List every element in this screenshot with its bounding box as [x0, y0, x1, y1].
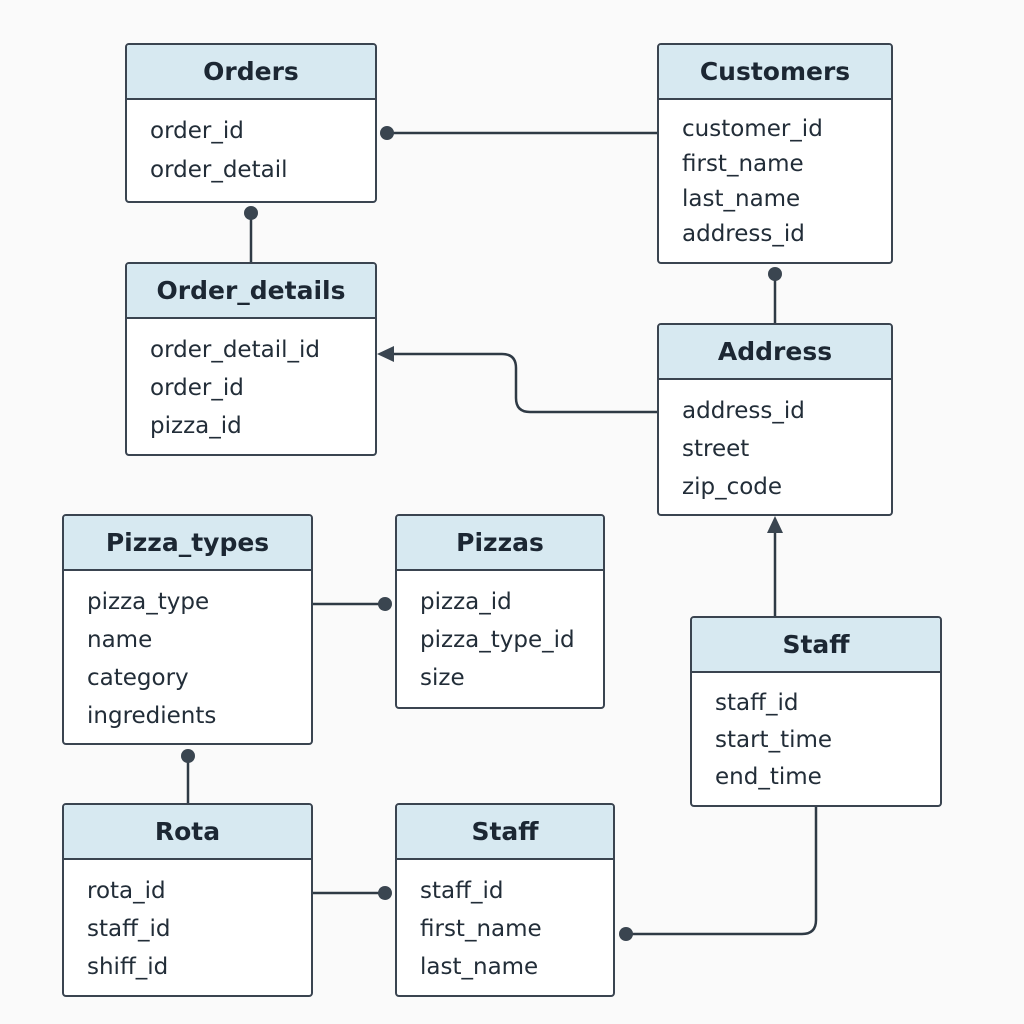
connector-dot-customers-bottom — [768, 267, 782, 281]
entity-address-title: Address — [659, 325, 891, 380]
entity-orders-fields: order_id order_detail — [127, 100, 375, 190]
connector-dot-orders-bottom — [244, 206, 258, 220]
entity-rota[interactable]: Rota rota_id staff_id shiff_id — [62, 803, 313, 997]
entity-staff[interactable]: Staff staff_id first_name last_name — [395, 803, 615, 997]
connector-arrow-order-details — [377, 346, 394, 362]
connector-address-order-details — [390, 352, 658, 414]
field-order-detail: order_detail — [150, 157, 288, 183]
field-order-id: order_id — [150, 118, 244, 144]
entity-pizzas-title: Pizzas — [397, 516, 603, 571]
field-last-name: last_name — [420, 954, 539, 980]
connector-dot-orders — [380, 126, 394, 140]
entity-pizza-types-title: Pizza_types — [64, 516, 311, 571]
field-name: name — [87, 627, 153, 653]
field-staff-id: staff_id — [715, 690, 799, 716]
connector-dot-staff-left — [378, 886, 392, 900]
entity-pizzas-fields: pizza_id pizza_type_id size — [397, 571, 603, 697]
connector-dot-pizzas — [378, 597, 392, 611]
field-start-time: start_time — [715, 727, 833, 753]
entity-staff-fields: staff_id first_name last_name — [397, 860, 613, 986]
entity-rota-fields: rota_id staff_id shiff_id — [64, 860, 311, 986]
field-first-name: first_name — [682, 151, 804, 177]
entity-staff-shift-fields: staff_id start_time end_time — [692, 673, 940, 796]
field-pizza-type: pizza_type — [87, 589, 210, 615]
field-street: street — [682, 436, 750, 462]
connector-dot-staff-right — [619, 927, 633, 941]
field-last-name: last_name — [682, 186, 801, 212]
field-pizza-id: pizza_id — [150, 413, 242, 439]
field-address-id: address_id — [682, 398, 805, 424]
field-order-detail-id: order_detail_id — [150, 337, 320, 363]
entity-staff-shift[interactable]: Staff staff_id start_time end_time — [690, 616, 942, 807]
field-pizza-type-id: pizza_type_id — [420, 627, 575, 653]
entity-staff-shift-title: Staff — [692, 618, 940, 673]
connector-dot-pizza-types-bottom — [181, 749, 195, 763]
field-ingredients: ingredients — [87, 703, 217, 729]
entity-orders-title: Orders — [127, 45, 375, 100]
entity-address[interactable]: Address address_id street zip_code — [657, 323, 893, 516]
entity-pizzas[interactable]: Pizzas pizza_id pizza_type_id size — [395, 514, 605, 709]
field-customer-id: customer_id — [682, 116, 823, 142]
entity-customers-title: Customers — [659, 45, 891, 100]
connector-arrow-address — [767, 516, 783, 533]
field-end-time: end_time — [715, 764, 822, 790]
entity-order-details-fields: order_detail_id order_id pizza_id — [127, 319, 375, 445]
field-order-id: order_id — [150, 375, 244, 401]
entity-pizza-types[interactable]: Pizza_types pizza_type name category ing… — [62, 514, 313, 745]
field-zip-code: zip_code — [682, 474, 783, 500]
field-size: size — [420, 665, 465, 691]
entity-order-details-title: Order_details — [127, 264, 375, 319]
entity-orders[interactable]: Orders order_id order_detail — [125, 43, 377, 203]
field-rota-id: rota_id — [87, 878, 166, 904]
field-address-id: address_id — [682, 221, 805, 247]
entity-customers[interactable]: Customers customer_id first_name last_na… — [657, 43, 893, 264]
field-staff-id: staff_id — [87, 916, 171, 942]
entity-customers-fields: customer_id first_name last_name address… — [659, 100, 891, 252]
field-pizza-id: pizza_id — [420, 589, 512, 615]
entity-order-details[interactable]: Order_details order_detail_id order_id p… — [125, 262, 377, 456]
entity-staff-title: Staff — [397, 805, 613, 860]
field-first-name: first_name — [420, 916, 542, 942]
field-staff-id: staff_id — [420, 878, 504, 904]
field-shift-id: shiff_id — [87, 954, 169, 980]
entity-rota-title: Rota — [64, 805, 311, 860]
entity-address-fields: address_id street zip_code — [659, 380, 891, 506]
entity-pizza-types-fields: pizza_type name category ingredients — [64, 571, 311, 735]
connector-staff-shift-staff — [626, 806, 818, 936]
field-category: category — [87, 665, 189, 691]
